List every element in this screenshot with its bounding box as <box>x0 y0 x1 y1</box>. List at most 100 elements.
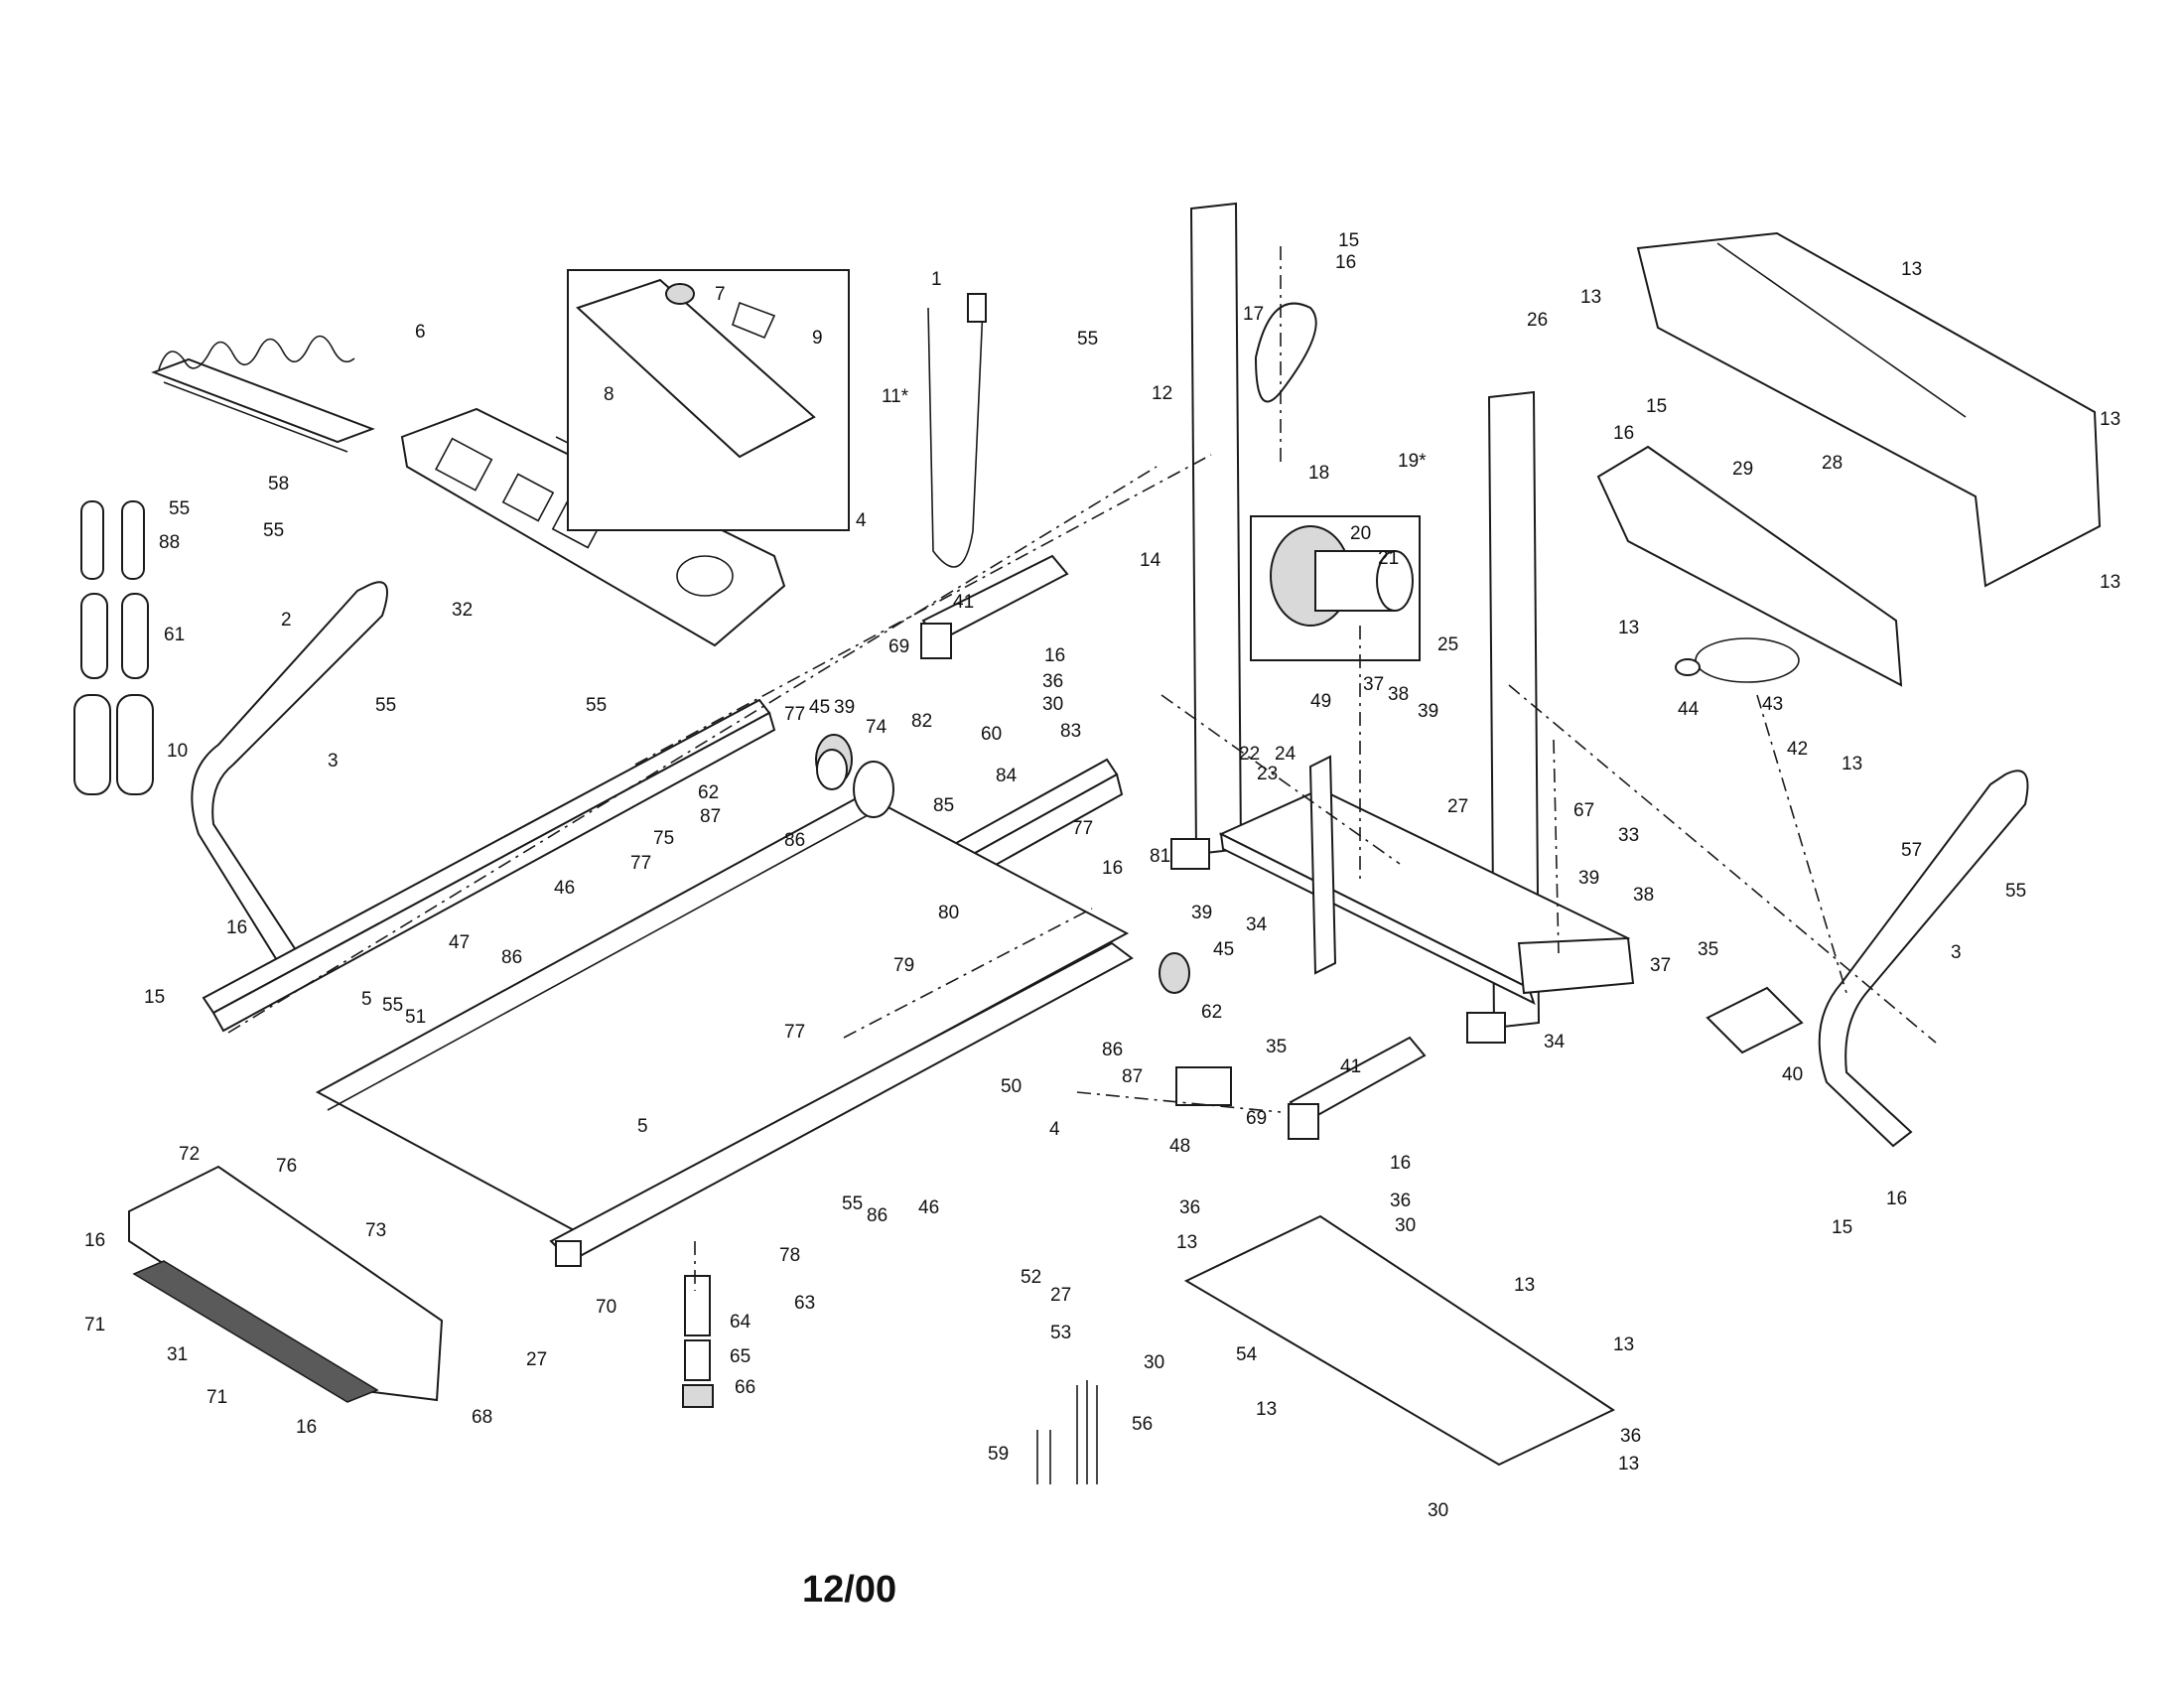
callout-75: 75 <box>653 828 674 849</box>
callout-36: 36 <box>1390 1191 1411 1211</box>
callout-16: 16 <box>84 1230 105 1251</box>
callout-45: 45 <box>1213 939 1234 960</box>
left-handrail-2 <box>191 581 388 967</box>
callout-22: 22 <box>1239 744 1260 765</box>
callout-62: 62 <box>698 782 719 803</box>
callout-77: 77 <box>630 853 651 874</box>
date-code: 12/00 <box>802 1569 896 1611</box>
callout-66: 66 <box>735 1377 755 1398</box>
callout-12: 12 <box>1152 383 1172 404</box>
callout-86: 86 <box>784 830 805 851</box>
extension-leg-41-right <box>1288 1036 1427 1140</box>
callout-13: 13 <box>1618 1454 1639 1474</box>
callout-32: 32 <box>452 600 473 621</box>
callout-27: 27 <box>1050 1285 1071 1306</box>
callout-40: 40 <box>1782 1064 1803 1085</box>
callout-39: 39 <box>1191 903 1212 923</box>
callout-59: 59 <box>988 1444 1009 1465</box>
rear-hood-72 <box>128 1165 444 1403</box>
callout-76: 76 <box>276 1156 297 1177</box>
callout-51: 51 <box>405 1007 426 1028</box>
callout-16: 16 <box>296 1417 317 1438</box>
callout-55: 55 <box>263 520 284 541</box>
callout-17: 17 <box>1243 304 1264 325</box>
callout-70: 70 <box>596 1297 616 1318</box>
callout-4: 4 <box>856 510 867 531</box>
callout-25: 25 <box>1437 634 1458 655</box>
callout-26: 26 <box>1527 310 1548 331</box>
callout-34: 34 <box>1246 914 1268 935</box>
callout-15: 15 <box>1832 1217 1852 1238</box>
callout-82: 82 <box>911 711 932 732</box>
dumbbells-61 <box>80 593 149 679</box>
callout-63: 63 <box>794 1293 815 1314</box>
callout-38: 38 <box>1633 885 1654 906</box>
callout-77: 77 <box>784 704 805 725</box>
callout-33: 33 <box>1618 825 1639 846</box>
callout-39: 39 <box>834 697 855 718</box>
callout-13: 13 <box>2100 409 2120 430</box>
callout-47: 47 <box>449 932 470 953</box>
callout-31: 31 <box>167 1344 188 1365</box>
callout-15: 15 <box>144 987 165 1008</box>
callout-24: 24 <box>1275 744 1297 765</box>
callout-87: 87 <box>700 806 721 827</box>
upright-post-right <box>1466 390 1541 1044</box>
accessory-tray-58 <box>151 335 375 453</box>
callout-58: 58 <box>268 474 289 494</box>
callout-71: 71 <box>206 1387 227 1408</box>
callout-74: 74 <box>866 717 887 738</box>
motor-controller-29 <box>1596 445 1903 687</box>
callout-69: 69 <box>1246 1108 1267 1129</box>
power-cord-44 <box>1675 637 1800 683</box>
left-side-rail-75 <box>202 698 776 1033</box>
callout-36: 36 <box>1620 1426 1641 1447</box>
callout-54: 54 <box>1236 1344 1258 1365</box>
chest-strap-1 <box>927 293 987 568</box>
callout-49: 49 <box>1310 691 1331 712</box>
base-frame <box>1218 755 1635 1005</box>
callout-27: 27 <box>526 1349 547 1370</box>
callout-39: 39 <box>1418 701 1438 722</box>
leveler-64 <box>682 1275 714 1408</box>
callout-6: 6 <box>415 322 426 343</box>
callout-4: 4 <box>1049 1119 1060 1140</box>
console-overlay-kit-11 <box>567 269 850 531</box>
callout-20: 20 <box>1350 523 1371 544</box>
callout-16: 16 <box>1390 1153 1411 1174</box>
callout-67: 67 <box>1573 800 1594 821</box>
callout-45: 45 <box>809 697 830 718</box>
assembly-path-lines <box>227 246 1937 1291</box>
callout-72: 72 <box>179 1144 200 1165</box>
callout-3: 3 <box>328 751 339 772</box>
callout-13: 13 <box>1514 1275 1535 1296</box>
callout-64: 64 <box>730 1312 751 1333</box>
callout-15: 15 <box>1338 230 1359 251</box>
callout-53: 53 <box>1050 1323 1071 1343</box>
callout-37: 37 <box>1650 955 1671 976</box>
callout-19: 19* <box>1398 451 1427 472</box>
callout-7: 7 <box>715 284 726 305</box>
callout-71: 71 <box>84 1315 105 1335</box>
callout-16: 16 <box>1102 858 1123 879</box>
bracket-48 <box>1175 1066 1232 1106</box>
callout-86: 86 <box>501 947 522 968</box>
callout-13: 13 <box>1613 1334 1634 1355</box>
callout-9: 9 <box>812 328 823 349</box>
callout-57: 57 <box>1901 840 1922 861</box>
callout-11: 11* <box>882 386 909 407</box>
callout-41: 41 <box>1340 1056 1361 1077</box>
callout-55: 55 <box>169 498 190 519</box>
callout-55: 55 <box>2005 881 2026 902</box>
callout-16: 16 <box>1613 423 1634 444</box>
callout-29: 29 <box>1732 459 1753 480</box>
callout-5: 5 <box>361 989 372 1010</box>
callout-81: 81 <box>1150 846 1170 867</box>
callout-88: 88 <box>159 532 180 553</box>
callout-39: 39 <box>1578 868 1599 889</box>
callout-8: 8 <box>604 384 614 405</box>
callout-13: 13 <box>1580 287 1601 308</box>
callout-73: 73 <box>365 1220 386 1241</box>
callout-55: 55 <box>586 695 607 716</box>
